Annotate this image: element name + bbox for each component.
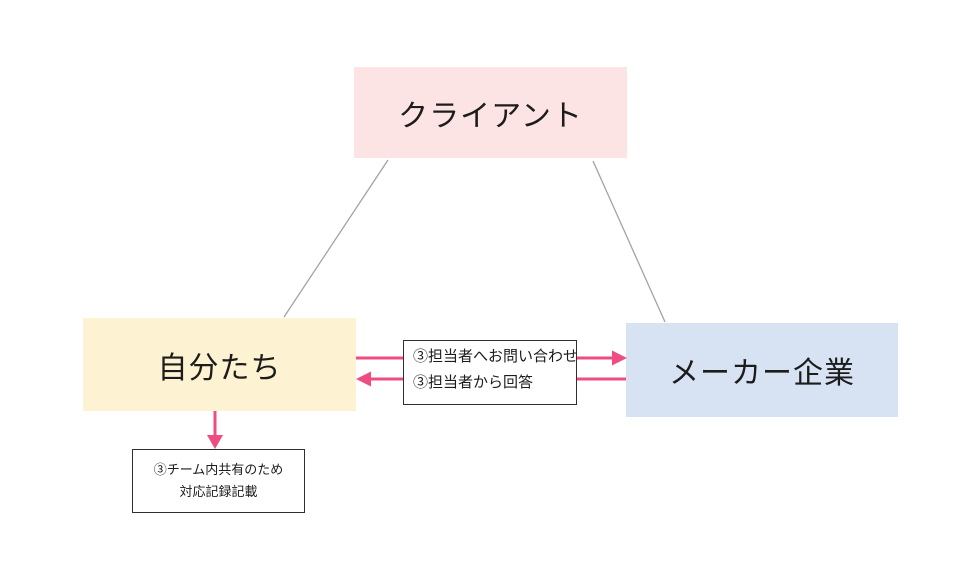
inquiry-arrow-head [612, 350, 627, 366]
maker-node-label: メーカー企業 [669, 357, 855, 390]
client-node: クライアント [354, 67, 627, 158]
client-ourselves-connector [283, 159, 389, 318]
record-arrow-head [207, 435, 223, 449]
exchange-callout-line-2: ③担当者から回答 [413, 374, 534, 391]
client-node-label: クライアント [398, 99, 583, 133]
team-note-callout: ③チーム内共有のため 対応記録記載 [132, 449, 305, 513]
exchange-callout-line-1: ③担当者へお問い合わせ [413, 348, 579, 365]
reply-arrow-head [356, 371, 371, 387]
client-maker-connector [592, 160, 666, 323]
ourselves-node: 自分たち [83, 318, 356, 411]
maker-node: メーカー企業 [626, 323, 898, 417]
team-note-callout-line-2: 対応記録記載 [179, 484, 258, 499]
exchange-callout: ③担当者へお問い合わせ ③担当者から回答 [403, 340, 579, 405]
team-note-callout-line-1: ③チーム内共有のため [153, 462, 284, 477]
ourselves-node-label: 自分たち [157, 351, 282, 385]
